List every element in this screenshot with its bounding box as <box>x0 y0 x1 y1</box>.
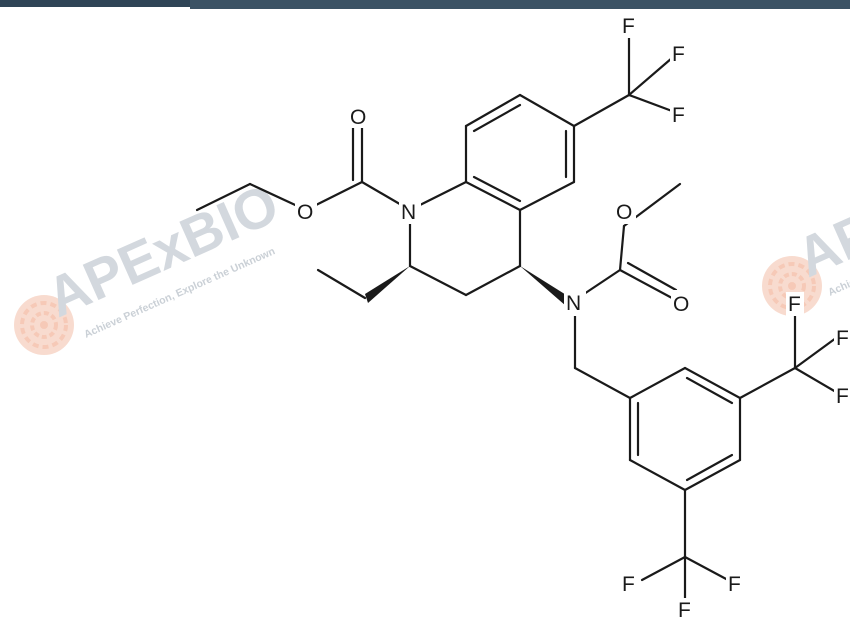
atom-n-amine: N <box>566 292 581 315</box>
atom-f-right-1: F <box>788 293 801 316</box>
atom-o-methoxy: O <box>616 201 632 224</box>
atom-f-bottom-1: F <box>622 573 635 596</box>
wedge-bond-c4 <box>520 266 571 306</box>
atom-f-bottom-2: F <box>728 573 741 596</box>
bonds <box>195 31 838 604</box>
atom-o-ester: O <box>297 201 313 224</box>
apexbio-logo-icon <box>14 295 74 355</box>
atom-f-top-3: F <box>672 104 685 127</box>
wedge-bond-c2 <box>365 266 410 303</box>
top-banner-tab <box>0 0 190 9</box>
atom-n-ring: N <box>401 201 416 224</box>
atom-f-top-2: F <box>672 43 685 66</box>
apexbio-watermark-right: APExBIO Achieve Perfection, Explore the … <box>762 131 850 316</box>
apexbio-watermark-left: APExBIO Achieve Perfection, Explore the … <box>14 171 287 355</box>
top-banner-bar <box>0 0 850 9</box>
atom-o-carbonyl: O <box>350 106 366 129</box>
atom-f-right-3: F <box>836 385 849 408</box>
atom-o-carbonyl-2: O <box>673 293 689 316</box>
atom-f-top-1: F <box>622 15 635 38</box>
atom-labels: O O N N O O F F F F F F F F F <box>295 14 850 622</box>
atom-f-bottom-3: F <box>678 599 691 622</box>
atom-f-right-2: F <box>836 327 849 350</box>
